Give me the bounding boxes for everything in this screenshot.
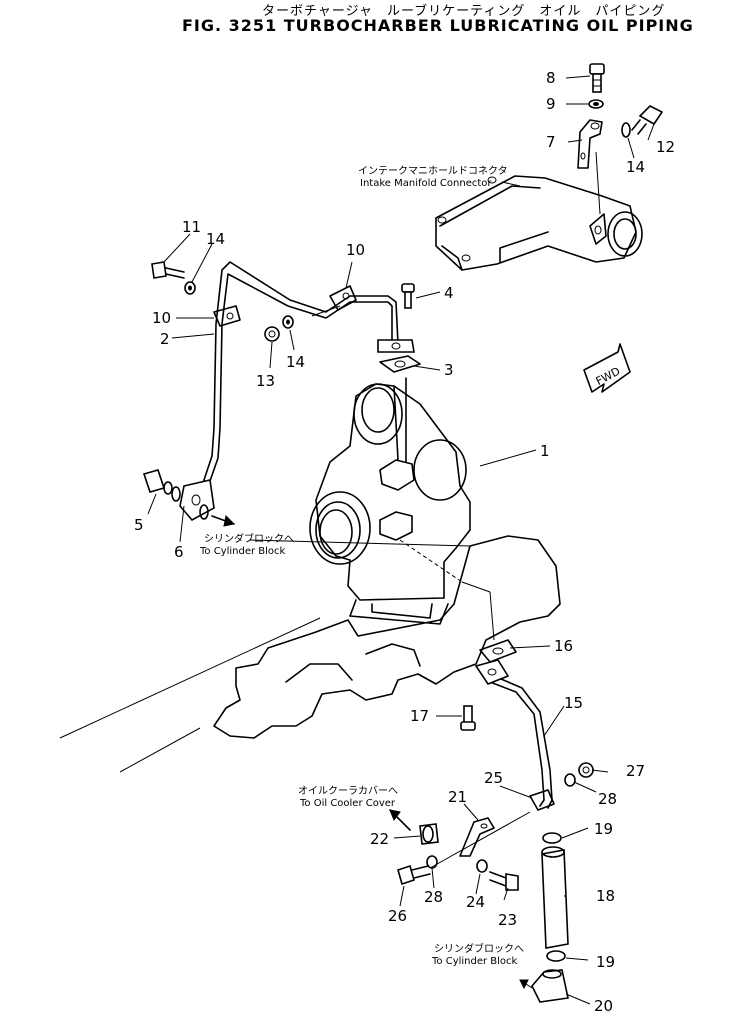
callout-14-top: 14 bbox=[626, 158, 645, 176]
bolt-part-11 bbox=[151, 261, 185, 279]
callout-21: 21 bbox=[448, 788, 467, 806]
washer-part-6 bbox=[171, 486, 209, 520]
callout-25: 25 bbox=[484, 769, 503, 787]
turbocharger bbox=[309, 377, 495, 641]
callout-28-right: 28 bbox=[598, 790, 617, 808]
bolt-part-12 bbox=[631, 105, 664, 135]
washer-part-9 bbox=[588, 99, 604, 109]
callout-28-left: 28 bbox=[424, 888, 443, 906]
callout-12: 12 bbox=[656, 138, 675, 156]
elbow-part-20 bbox=[531, 969, 569, 1003]
callout-15: 15 bbox=[564, 694, 583, 712]
callout-22: 22 bbox=[370, 830, 389, 848]
washer-part-24 bbox=[476, 859, 488, 873]
note-block1-jp: シリンダブロックへ bbox=[204, 532, 294, 545]
callout-10-left: 10 bbox=[152, 309, 171, 327]
callout-4: 4 bbox=[444, 284, 454, 302]
gasket-part-16 bbox=[479, 639, 517, 663]
washer-part-28-right bbox=[564, 773, 576, 787]
bolt-part-23 bbox=[489, 871, 519, 891]
bracket-part-21 bbox=[429, 811, 531, 869]
callout-24: 24 bbox=[466, 893, 485, 911]
callout-5: 5 bbox=[134, 516, 144, 534]
clamp-part-25 bbox=[529, 789, 555, 811]
callout-14-mid: 14 bbox=[286, 353, 305, 371]
callout-27: 27 bbox=[626, 762, 645, 780]
bolt-part-26 bbox=[397, 864, 431, 886]
callout-labels: 1 2 3 4 5 6 7 8 9 10 10 11 12 13 14 14 1… bbox=[134, 69, 675, 1015]
oil-feed-pipe-part-2 bbox=[179, 261, 415, 522]
callout-3: 3 bbox=[444, 361, 454, 379]
title-japanese: ターボチャージャ ルーブリケーティング オイル パイピング bbox=[262, 4, 666, 19]
callout-9: 9 bbox=[546, 95, 556, 113]
callout-1: 1 bbox=[540, 442, 550, 460]
gasket-part-3 bbox=[379, 355, 421, 373]
callout-8: 8 bbox=[546, 69, 556, 87]
washer-part-14-top bbox=[621, 122, 631, 138]
note-intake-jp: インテークマニホールドコネクタ bbox=[358, 165, 508, 177]
callout-13: 13 bbox=[256, 372, 275, 390]
callout-17: 17 bbox=[410, 707, 429, 725]
callout-19-upper: 19 bbox=[594, 820, 613, 838]
callout-23: 23 bbox=[498, 911, 517, 929]
leader-lines bbox=[147, 75, 655, 1005]
callout-11: 11 bbox=[182, 218, 201, 236]
callout-16: 16 bbox=[554, 637, 573, 655]
fwd-label: FWD bbox=[594, 365, 623, 389]
callout-10-right: 10 bbox=[346, 241, 365, 259]
callout-18: 18 bbox=[596, 887, 615, 905]
note-intake-en: Intake Manifold Connector bbox=[360, 178, 492, 189]
washer-part-14-left bbox=[184, 281, 196, 295]
clip-part-19-upper bbox=[542, 832, 562, 844]
callout-6: 6 bbox=[174, 543, 184, 561]
bracket-part-7 bbox=[577, 119, 603, 169]
note-block2-en: To Cylinder Block bbox=[431, 956, 518, 967]
note-block1-en: To Cylinder Block bbox=[199, 546, 286, 557]
callout-19-lower: 19 bbox=[596, 953, 615, 971]
connector-part-22 bbox=[419, 823, 439, 845]
bolt-part-8 bbox=[589, 63, 605, 93]
drain-pipe-part-15 bbox=[474, 659, 553, 809]
figure-title: FIG. 3251 TURBOCHARBER LUBRICATING OIL P… bbox=[182, 16, 694, 35]
note-cooler-jp: オイルクーラカバーへ bbox=[298, 785, 398, 797]
forward-arrow-icon: FWD bbox=[583, 343, 631, 393]
clamp-part-10-right bbox=[311, 285, 357, 317]
washer-part-14-mid bbox=[282, 315, 294, 329]
clamp-part-10-left bbox=[213, 305, 241, 327]
callout-20: 20 bbox=[594, 997, 613, 1014]
hose-part-18 bbox=[541, 846, 569, 949]
nut-part-27 bbox=[578, 762, 594, 778]
callout-26: 26 bbox=[388, 907, 407, 925]
callout-2: 2 bbox=[160, 330, 170, 348]
callout-7: 7 bbox=[546, 133, 556, 151]
note-cooler-en: To Oil Cooler Cover bbox=[299, 798, 396, 809]
exhaust-manifold bbox=[59, 535, 561, 773]
nut-part-13 bbox=[264, 326, 280, 342]
clip-part-19-lower bbox=[546, 950, 566, 962]
intake-manifold-connector bbox=[435, 151, 643, 271]
connector-part-5 bbox=[142, 469, 173, 495]
bolt-part-17 bbox=[460, 705, 476, 731]
callout-14-left: 14 bbox=[206, 230, 225, 248]
note-block2-jp: シリンダブロックへ bbox=[434, 942, 524, 955]
bolt-part-4 bbox=[401, 283, 415, 309]
